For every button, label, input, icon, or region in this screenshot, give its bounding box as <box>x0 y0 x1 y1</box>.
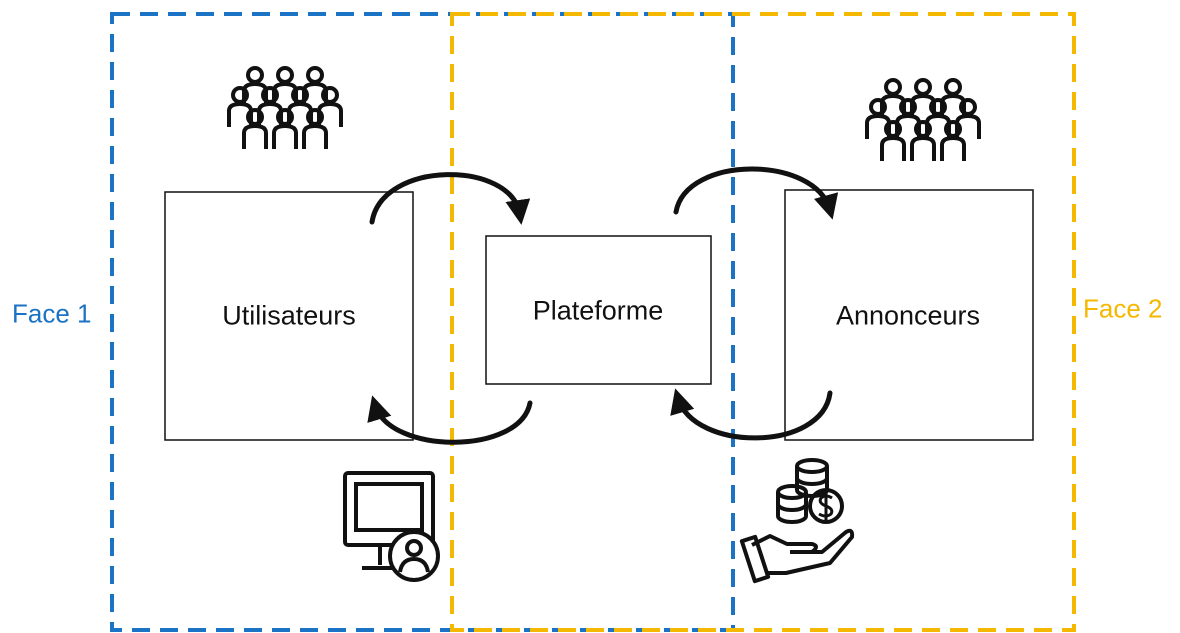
face-2-label: Face 2 <box>1083 293 1163 324</box>
advertisers-node-label: Annonceurs <box>835 300 981 331</box>
users-node-label: Utilisateurs <box>222 300 356 331</box>
arrow-users-to-platform <box>369 172 531 225</box>
face-2-region <box>450 12 1076 632</box>
platform-node-label: Plateforme <box>532 295 664 326</box>
platform-box <box>485 235 712 385</box>
face-1-label: Face 1 <box>12 298 92 329</box>
arrow-platform-to-users <box>367 395 533 445</box>
people-crowd-icon <box>227 66 343 151</box>
computer-user-icon <box>343 471 440 582</box>
people-crowd-icon <box>865 78 981 163</box>
face-1-region <box>110 12 735 632</box>
hand-coins-dollar-icon <box>739 458 855 584</box>
arrow-advertisers-to-platform <box>670 388 833 441</box>
arrow-platform-to-advertisers <box>673 166 839 220</box>
